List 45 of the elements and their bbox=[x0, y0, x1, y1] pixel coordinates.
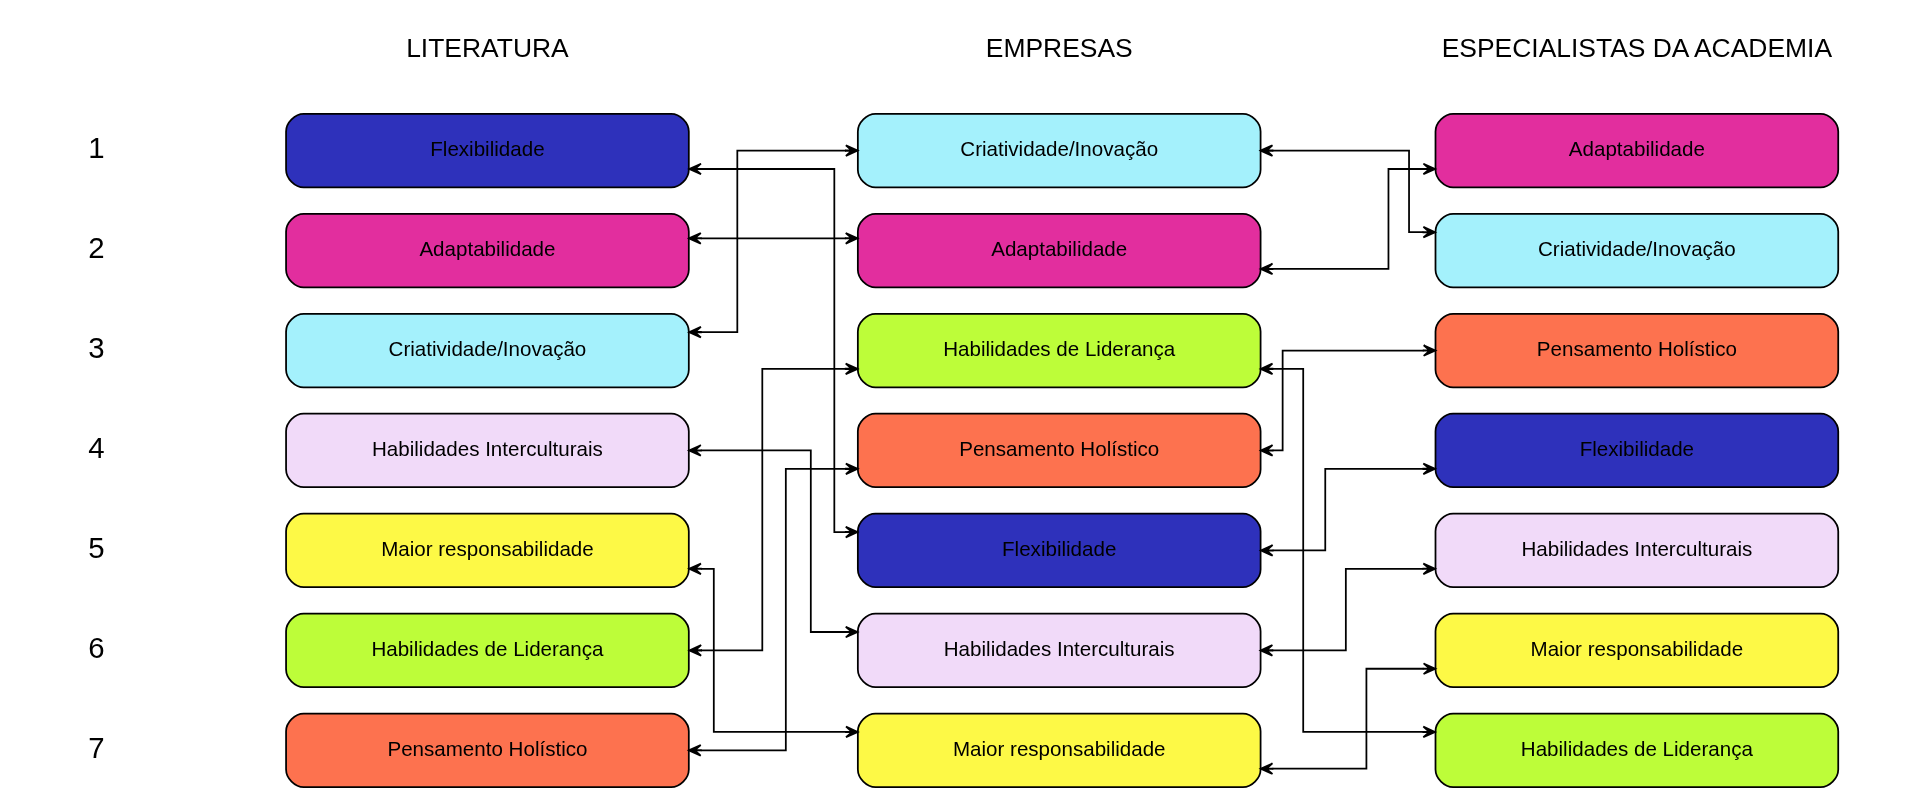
label: 2 bbox=[87, 230, 105, 264]
label: 5 bbox=[87, 530, 105, 564]
node-box: Flexibilidade bbox=[1434, 412, 1839, 489]
node-box: Criatividade/Inovação bbox=[284, 312, 690, 389]
arrow bbox=[687, 562, 859, 739]
arrow bbox=[687, 232, 858, 245]
label: 6 bbox=[87, 630, 105, 664]
node-box: Flexibilidade bbox=[856, 512, 1261, 589]
node-box: Habilidades Interculturais bbox=[856, 612, 1261, 688]
arrow bbox=[1259, 662, 1436, 775]
node-box: Adaptabilidade bbox=[1434, 113, 1839, 189]
arrow bbox=[687, 162, 858, 539]
label: 7 bbox=[87, 730, 105, 764]
label: EMPRESAS bbox=[985, 33, 1133, 64]
node-box: Habilidades Interculturais bbox=[1434, 512, 1839, 589]
label: 4 bbox=[87, 430, 105, 464]
arrow bbox=[1259, 362, 1436, 739]
node-box: Habilidades de Liderança bbox=[284, 612, 690, 688]
node-box: Maior responsabilidade bbox=[856, 712, 1261, 788]
node-box: Flexibilidade bbox=[284, 113, 690, 189]
node-box: Maior responsabilidade bbox=[1434, 612, 1839, 688]
node-box: Habilidades Interculturais bbox=[284, 412, 690, 489]
node-box: Pensamento Holístico bbox=[1434, 312, 1839, 389]
arrow bbox=[1259, 162, 1436, 276]
arrow bbox=[688, 362, 858, 657]
label: 3 bbox=[87, 330, 105, 364]
label: ESPECIALISTAS DA ACADEMIA bbox=[1441, 33, 1832, 64]
node-box: Adaptabilidade bbox=[856, 212, 1261, 289]
node-box: Criatividade/Inovação bbox=[1434, 212, 1839, 289]
node-box: Adaptabilidade bbox=[284, 212, 690, 289]
label: 1 bbox=[87, 130, 105, 164]
arrow bbox=[1259, 462, 1436, 557]
arrow bbox=[1259, 144, 1436, 239]
node-box: Maior responsabilidade bbox=[284, 512, 690, 589]
node-box: Habilidades de Liderança bbox=[1434, 712, 1839, 788]
label: LITERATURA bbox=[405, 33, 569, 64]
arrow bbox=[687, 462, 859, 757]
node-box: Criatividade/Inovação bbox=[856, 113, 1261, 189]
node-box: Habilidades de Liderança bbox=[856, 312, 1261, 389]
node-box: Pensamento Holístico bbox=[856, 412, 1261, 489]
arrow bbox=[1259, 344, 1436, 457]
node-box: Pensamento Holístico bbox=[284, 712, 690, 788]
arrow bbox=[687, 144, 858, 339]
arrow bbox=[1259, 562, 1436, 657]
arrow bbox=[687, 444, 858, 639]
